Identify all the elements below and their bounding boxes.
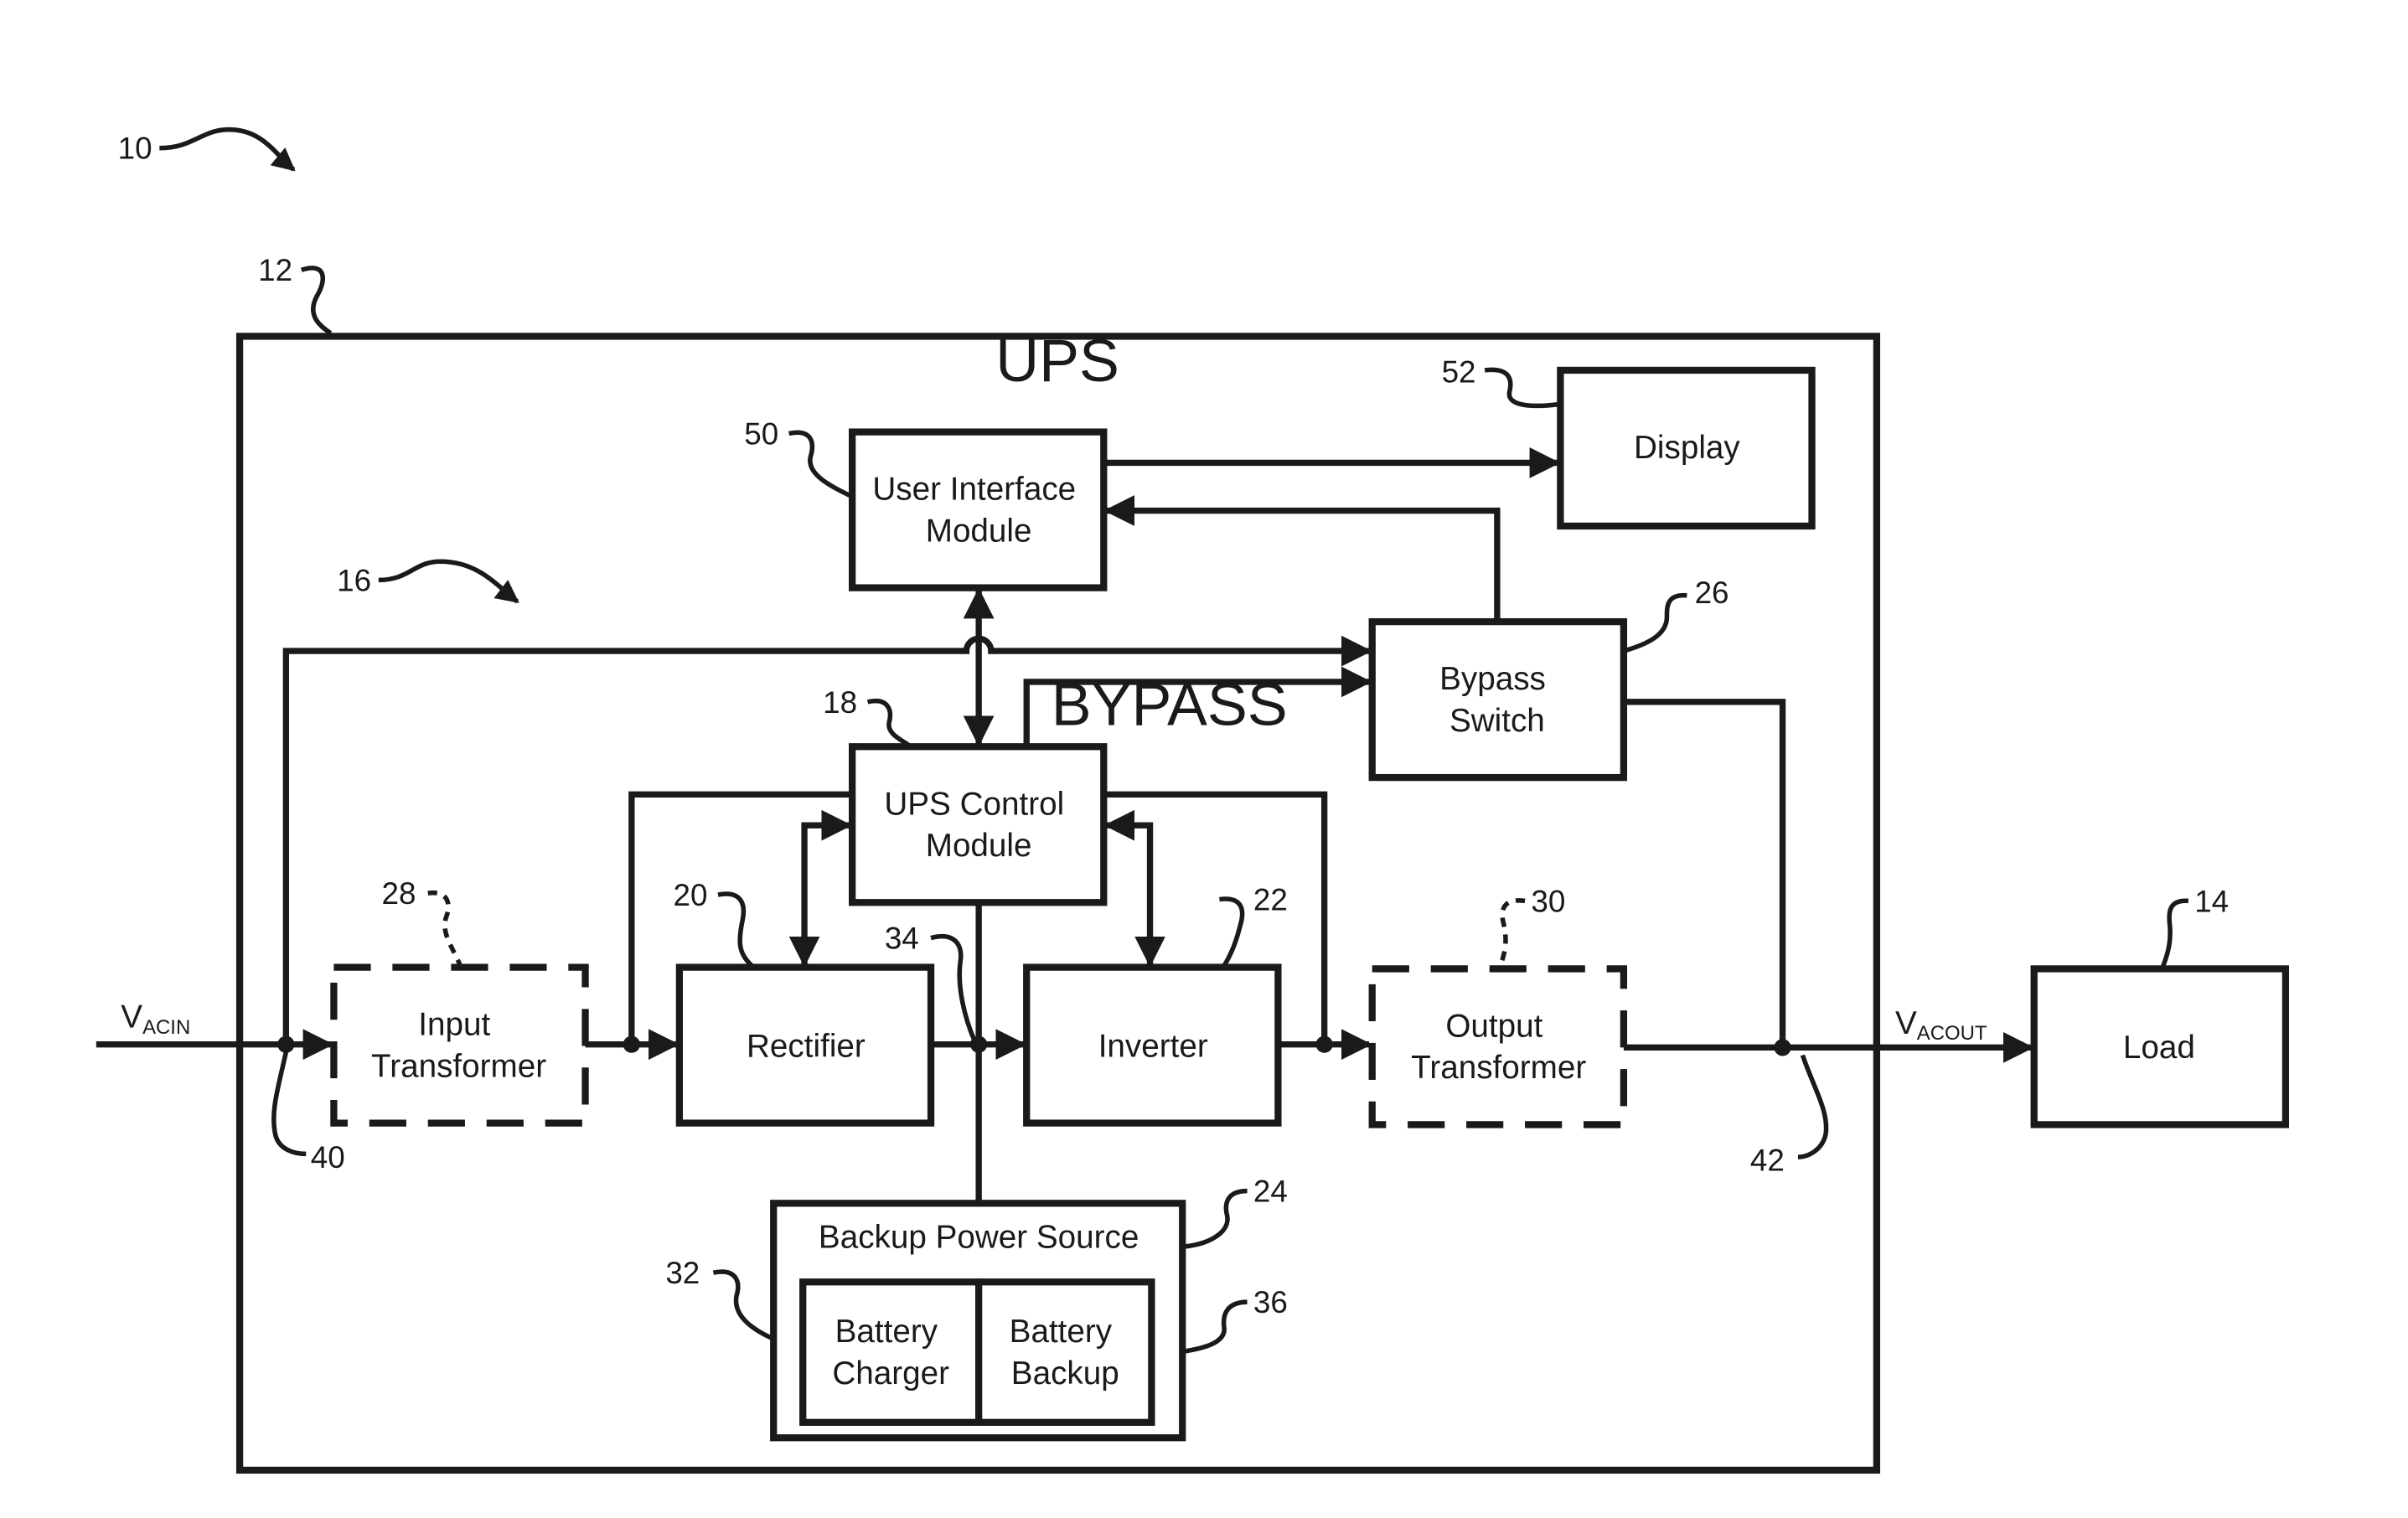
user-interface-module-label: User Interface Module	[872, 472, 1085, 550]
inverter-output-node	[1315, 1035, 1333, 1053]
ref-50: 50	[744, 416, 778, 451]
battery-charger-line-1: Battery	[835, 1314, 938, 1350]
user-interface-module-box	[849, 428, 1108, 591]
ref-30: 30	[1531, 884, 1565, 918]
bypass-switch-to-output	[1623, 699, 1786, 1048]
user-interface-module-line-1: User Interface	[872, 472, 1076, 508]
control-inverter-link	[1103, 809, 1165, 968]
v-acin-sub: ACIN	[142, 1016, 190, 1039]
battery-backup-line-2: Backup	[1011, 1355, 1119, 1392]
display-box	[1557, 366, 1816, 530]
output-node	[1774, 1039, 1791, 1056]
ups-control-module-label: UPS Control Module	[884, 786, 1073, 864]
output-transformer-label: Output Transformer	[1411, 1008, 1586, 1086]
load-box	[2030, 965, 2290, 1128]
battery-charger-box	[799, 1278, 983, 1426]
rectifier-label: Rectifier	[747, 1028, 866, 1064]
input-transformer-label: Input Transformer	[371, 1007, 546, 1085]
backup-power-source-label: Backup Power Source	[819, 1220, 1139, 1256]
ref-18-leader	[866, 698, 912, 749]
bypass-switch-label: Bypass Switch	[1439, 661, 1555, 739]
ref-18: 18	[823, 685, 857, 720]
ups-title: UPS	[995, 328, 1119, 395]
v-acout-label: VACOUT	[1895, 1005, 1987, 1045]
ref-20-leader	[717, 891, 754, 968]
ref-12-leader	[300, 266, 333, 336]
input-node	[277, 1035, 295, 1053]
ref-34-leader	[930, 934, 977, 1041]
v-acin-main: V	[121, 999, 142, 1035]
control-sense-input	[628, 791, 853, 1045]
ups-enclosure	[235, 333, 1881, 1474]
ups-control-module-line-2: Module	[926, 828, 1032, 864]
inverter-box	[1023, 963, 1282, 1127]
ref-42-leader	[1797, 1054, 1829, 1159]
ref-20: 20	[674, 878, 708, 912]
ref-22: 22	[1253, 882, 1288, 916]
ref-52-leader	[1484, 367, 1559, 409]
battery-charger-line-2: Charger	[832, 1355, 949, 1392]
battery-backup-line-1: Battery	[1010, 1314, 1113, 1350]
battery-backup-box	[975, 1278, 1155, 1426]
input-transformer-line-2: Transformer	[371, 1048, 546, 1084]
ref-32: 32	[665, 1256, 700, 1290]
user-interface-module-line-2: Module	[926, 513, 1032, 549]
control-to-bypass-switch	[1023, 666, 1372, 747]
ups-control-module-line-1: UPS Control	[884, 786, 1064, 822]
ref-28-leader	[427, 890, 462, 967]
v-acin-label: VACIN	[121, 999, 190, 1038]
bypass-switch-box	[1368, 617, 1628, 782]
v-acout-main: V	[1895, 1005, 1917, 1041]
ref-42: 42	[1750, 1144, 1785, 1178]
rectifier-input-node	[623, 1035, 640, 1053]
ref-36: 36	[1253, 1285, 1288, 1319]
bypass-switch-line-2: Switch	[1449, 703, 1545, 739]
bypass-switch-line-1: Bypass	[1439, 661, 1546, 697]
ref-24-leader	[1185, 1188, 1248, 1249]
control-sense-output	[1103, 791, 1328, 1045]
output-transformer-line-2: Transformer	[1411, 1050, 1586, 1086]
ref-40-leader	[271, 1051, 307, 1157]
bypass-switch-to-ui	[1103, 495, 1501, 622]
output-transformer-box	[1368, 965, 1628, 1128]
dc-bus-node	[970, 1035, 988, 1053]
ref-50-leader	[788, 430, 854, 499]
ref-14: 14	[2194, 884, 2229, 918]
ups-control-module-box	[849, 743, 1108, 906]
bypass-label: BYPASS	[1052, 671, 1288, 738]
ref-26: 26	[1695, 576, 1729, 610]
battery-charger-label: Battery Charger	[832, 1314, 949, 1392]
ref-22-leader	[1219, 896, 1245, 968]
ref-40: 40	[311, 1140, 345, 1175]
ref-16: 16	[337, 563, 371, 597]
output-transformer-line-1: Output	[1445, 1008, 1542, 1044]
ref-34: 34	[885, 922, 919, 956]
ref-26-leader	[1623, 593, 1687, 653]
display-label: Display	[1634, 430, 1740, 466]
input-transformer-box	[330, 963, 589, 1127]
control-rectifier-link	[788, 809, 853, 968]
ref-52: 52	[1442, 355, 1476, 390]
inverter-label: Inverter	[1098, 1028, 1208, 1064]
ref-10-leader	[159, 126, 296, 172]
ref-10: 10	[118, 132, 152, 166]
ref-14-leader	[2159, 898, 2189, 970]
ref-16-leader	[378, 559, 519, 604]
ref-12: 12	[258, 253, 292, 287]
load-label: Load	[2123, 1030, 2195, 1066]
ref-28: 28	[382, 876, 416, 911]
ref-30-leader	[1497, 898, 1526, 967]
v-acout-sub: ACOUT	[1917, 1022, 1987, 1045]
input-transformer-line-1: Input	[418, 1007, 490, 1043]
ref-24: 24	[1253, 1175, 1288, 1209]
battery-backup-label: Battery Backup	[1010, 1314, 1121, 1392]
